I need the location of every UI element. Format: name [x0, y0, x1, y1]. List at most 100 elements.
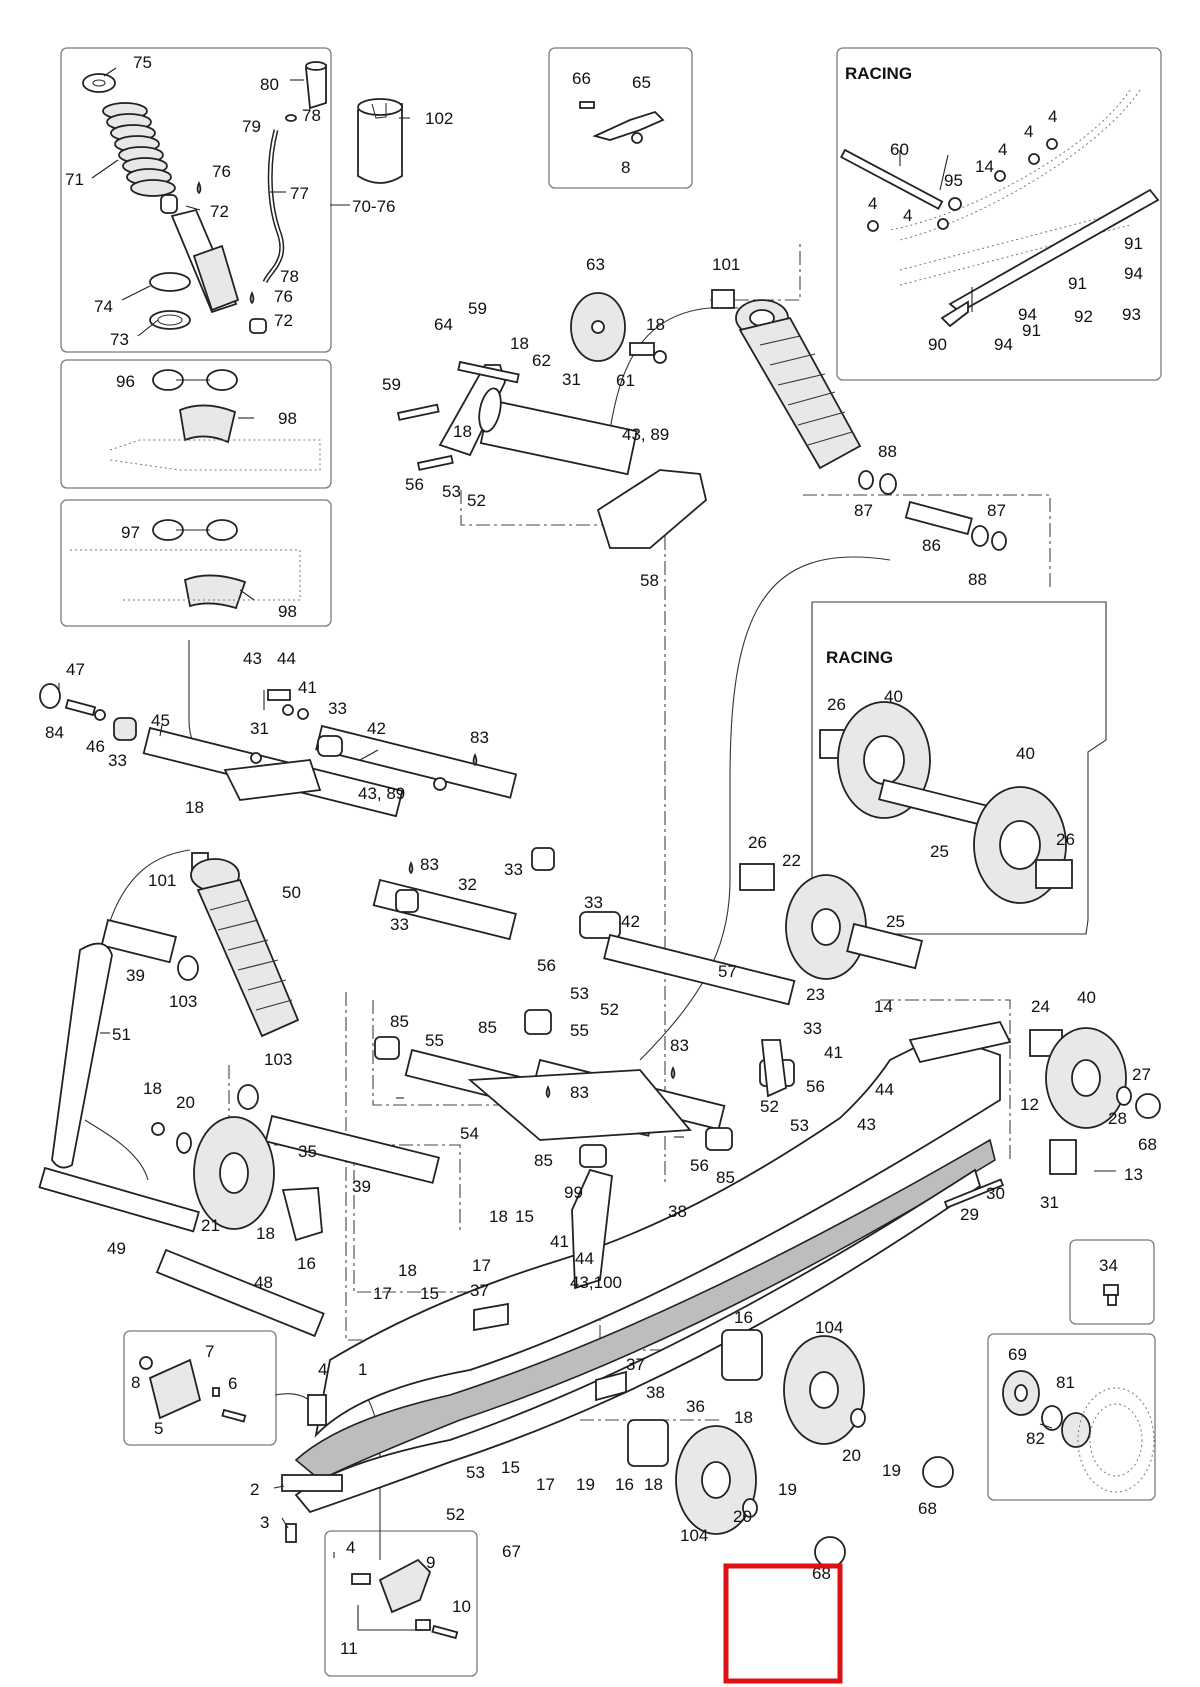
callout-36: 36: [686, 1397, 705, 1416]
callout-8: 8: [621, 158, 630, 177]
callout-40: 40: [1016, 744, 1035, 763]
grease-drop-icons: [196, 180, 676, 1099]
callout-85: 85: [478, 1018, 497, 1037]
inset-bracket-box: [548, 47, 693, 189]
assembly-line: [880, 999, 1011, 1160]
callout-71: 71: [65, 170, 84, 189]
inset-racing-top-box: [836, 47, 1162, 381]
assembly-line: [353, 1145, 480, 1293]
callout-12: 12: [1020, 1095, 1039, 1114]
callout-23: 23: [806, 985, 825, 1004]
callout-31: 31: [250, 719, 269, 738]
grease-fitting-34: [1103, 1284, 1119, 1306]
callout-56: 56: [690, 1156, 709, 1175]
callout-18: 18: [453, 422, 472, 441]
callout-17: 17: [472, 1256, 491, 1275]
callout-55: 55: [570, 1021, 589, 1040]
callout-78: 78: [302, 106, 321, 125]
callout-43: 43: [243, 649, 262, 668]
callout-28: 28: [1108, 1109, 1127, 1128]
callout-39: 39: [126, 966, 145, 985]
callout-44: 44: [277, 649, 296, 668]
idler-wheel-left: [151, 1116, 323, 1242]
callout-53: 53: [466, 1463, 485, 1482]
callout-52: 52: [600, 1000, 619, 1019]
callout-79: 79: [242, 117, 261, 136]
assembly-line: [372, 1000, 540, 1106]
rail-end-cap: [139, 1356, 247, 1423]
callout-68: 68: [812, 1564, 831, 1583]
bearing-assembly: [1002, 1370, 1155, 1493]
callout-19: 19: [576, 1475, 595, 1494]
callout-94: 94: [1124, 264, 1143, 283]
callout-39: 39: [352, 1177, 371, 1196]
callout-78: 78: [280, 267, 299, 286]
callout-33: 33: [584, 893, 603, 912]
callout-19: 19: [778, 1480, 797, 1499]
callout-85: 85: [534, 1151, 553, 1170]
callout-76: 76: [212, 162, 231, 181]
callout-103: 103: [264, 1050, 292, 1069]
callout-20: 20: [176, 1093, 195, 1112]
callout-14: 14: [975, 157, 994, 176]
callout-68: 68: [918, 1499, 937, 1518]
callout-38: 38: [668, 1202, 687, 1221]
callout-4: 4: [346, 1538, 355, 1557]
callout-32: 32: [458, 875, 477, 894]
slide-rail: [281, 1020, 1077, 1543]
callout-93: 93: [1122, 305, 1141, 324]
callout-37: 37: [626, 1355, 645, 1374]
callout-42: 42: [621, 912, 640, 931]
callout-5: 5: [154, 1419, 163, 1438]
callout-10: 10: [452, 1597, 471, 1616]
rear-wheel-right: [1029, 1027, 1161, 1129]
callout-102: 102: [425, 109, 453, 128]
inset-clamp96-box: [60, 359, 332, 489]
callout-85: 85: [390, 1012, 409, 1031]
callout-95: 95: [944, 171, 963, 190]
highlight-box: [723, 1563, 843, 1684]
callout-22: 22: [782, 851, 801, 870]
callout-73: 73: [110, 330, 129, 349]
callout-56: 56: [537, 956, 556, 975]
callout-38: 38: [646, 1383, 665, 1402]
callout-82: 82: [1026, 1429, 1045, 1448]
callout-34: 34: [1099, 1256, 1118, 1275]
assembly-link: [639, 556, 891, 1061]
callout-18: 18: [185, 798, 204, 817]
bracket-65: [579, 101, 665, 144]
callout-26: 26: [827, 695, 846, 714]
callout-21: 21: [201, 1216, 220, 1235]
callout-4: 4: [868, 194, 877, 213]
clamp-97-assembly: [70, 519, 301, 610]
callout-26: 26: [1056, 830, 1075, 849]
callout-13: 13: [1124, 1165, 1143, 1184]
callout-18: 18: [489, 1207, 508, 1226]
callout-47: 47: [66, 660, 85, 679]
callout-52: 52: [760, 1097, 779, 1116]
callout-66: 66: [572, 69, 591, 88]
callout-33: 33: [390, 915, 409, 934]
callout-40: 40: [884, 687, 903, 706]
callout-81: 81: [1056, 1373, 1075, 1392]
callout-86: 86: [922, 536, 941, 555]
callout-80: 80: [260, 75, 279, 94]
callout-83: 83: [470, 728, 489, 747]
callout-50: 50: [282, 883, 301, 902]
callout-8: 8: [131, 1373, 140, 1392]
callout-18: 18: [256, 1224, 275, 1243]
callout-59: 59: [382, 375, 401, 394]
callout-35: 35: [298, 1142, 317, 1161]
callout-33: 33: [328, 699, 347, 718]
callout-15: 15: [501, 1458, 520, 1477]
callout-57: 57: [718, 962, 737, 981]
callout-65: 65: [632, 73, 651, 92]
callout-83: 83: [420, 855, 439, 874]
callout-2: 2: [250, 1480, 259, 1499]
callout-101: 101: [712, 255, 740, 274]
callout-49: 49: [107, 1239, 126, 1258]
callout-48: 48: [254, 1273, 273, 1292]
callout-83: 83: [670, 1036, 689, 1055]
callout-67: 67: [502, 1542, 521, 1561]
inset-bearing-box: [987, 1333, 1156, 1501]
